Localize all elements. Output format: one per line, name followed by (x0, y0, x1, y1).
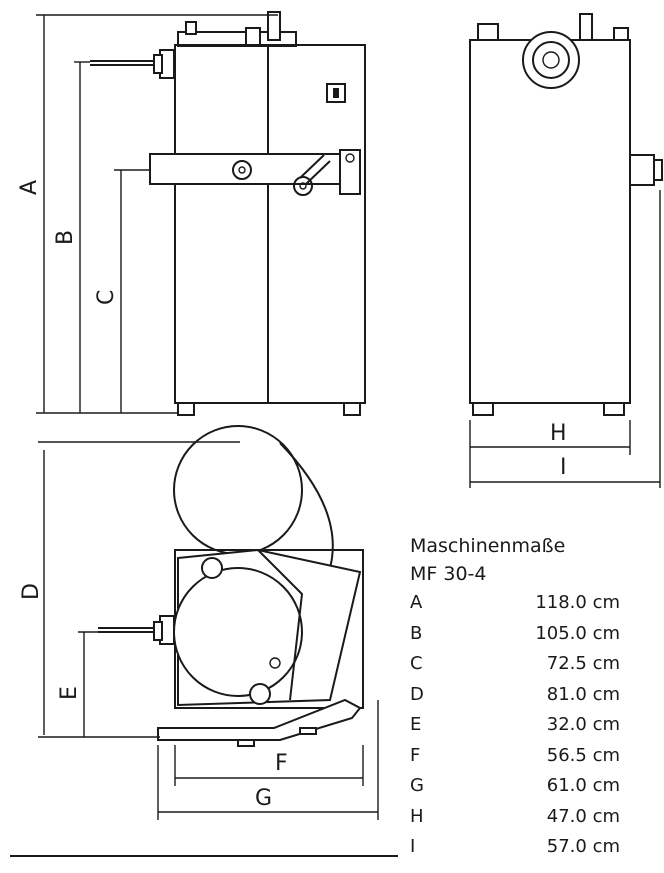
spec-row-label: A (410, 592, 423, 613)
spec-row-d: D 81.0 cm (410, 680, 620, 711)
spec-row-value: 47.0 cm (546, 805, 620, 827)
spec-row-a: A 118.0 cm (410, 588, 620, 619)
spec-row-label: E (410, 714, 422, 735)
spec-row-value: 118.0 cm (535, 592, 620, 613)
dim-label-i: I (560, 455, 567, 480)
dim-label-h: H (550, 421, 567, 446)
spec-row-label: G (410, 775, 424, 796)
spec-row-label: B (410, 622, 423, 644)
spec-row-value: 72.5 cm (546, 653, 620, 674)
dim-label-d: D (19, 583, 44, 600)
dim-label-g: G (255, 786, 272, 811)
dim-label-b: B (53, 230, 78, 245)
dim-label-e: E (57, 686, 82, 700)
spec-row-b: B 105.0 cm (410, 619, 620, 650)
spec-row-label: H (410, 805, 424, 827)
spec-row-value: 57.0 cm (546, 836, 620, 857)
spec-row-value: 61.0 cm (546, 775, 620, 796)
side-view: H I (469, 13, 663, 488)
spec-row-e: E 32.0 cm (410, 710, 620, 741)
spec-row-i: I 57.0 cm (410, 832, 620, 863)
spec-row-value: 81.0 cm (546, 683, 620, 705)
spec-row-label: C (410, 653, 423, 674)
spec-row-label: F (410, 744, 421, 766)
spec-row-value: 105.0 cm (535, 622, 620, 644)
spec-row-c: C 72.5 cm (410, 649, 620, 680)
spec-row-h: H 47.0 cm (410, 802, 620, 833)
dim-label-c: C (94, 290, 119, 305)
dimension-table: Maschinenmaße MF 30-4 A 118.0 cm B 105.0 cm… (410, 532, 660, 863)
front-view: A B C (17, 11, 366, 416)
dim-label-f: F (275, 751, 288, 776)
top-view: D E F G (19, 425, 379, 820)
dim-label-a: A (17, 180, 42, 195)
spec-title: Maschinenmaße (410, 535, 566, 557)
spec-row-g: G 61.0 cm (410, 771, 620, 802)
spec-row-value: 32.0 cm (546, 714, 620, 735)
spec-model: MF 30-4 (410, 563, 487, 585)
spec-row-f: F 56.5 cm (410, 741, 620, 772)
spec-row-value: 56.5 cm (546, 744, 620, 766)
spec-rows: A 118.0 cm B 105.0 cm C 72.5 cm D 81.0 cm E 32.0 … (410, 588, 660, 863)
spec-row-label: D (410, 683, 424, 705)
spec-row-label: I (410, 836, 416, 857)
